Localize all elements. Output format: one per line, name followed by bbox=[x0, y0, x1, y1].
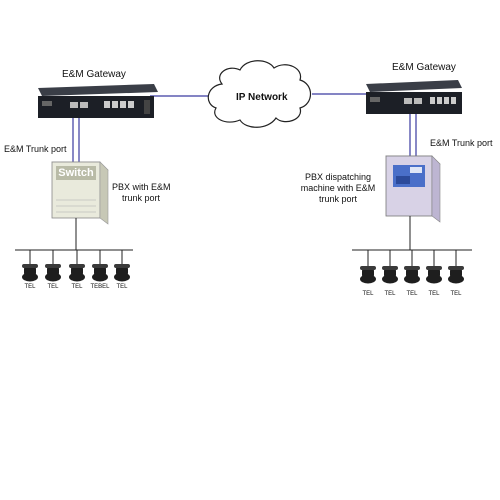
right-phone-bus bbox=[352, 216, 472, 268]
telephone-icon bbox=[426, 266, 442, 284]
tel-label: TEL bbox=[362, 291, 374, 297]
left-gateway-label: E&M Gateway bbox=[62, 69, 126, 80]
tel-label: TEL bbox=[450, 291, 462, 297]
switch-pbx-device bbox=[51, 161, 109, 225]
left-pbx-label-line: trunk port bbox=[122, 193, 161, 203]
tel-label: TEL bbox=[24, 284, 36, 290]
pbx-dispatching-machine-device bbox=[385, 155, 441, 223]
right-pbx-label-line: PBX dispatching bbox=[304, 172, 372, 182]
tel-label: TEBEL bbox=[90, 284, 110, 290]
tel-label: TEL bbox=[71, 284, 83, 290]
left-trunk-port-label: E&M Trunk port bbox=[4, 144, 67, 154]
telephone-icon bbox=[114, 264, 130, 282]
trunk-links bbox=[72, 114, 417, 162]
right-pbx-label-line: trunk port bbox=[318, 194, 358, 204]
ip-network-label: IP Network bbox=[236, 92, 288, 103]
left-phones bbox=[22, 264, 130, 282]
telephone-icon bbox=[382, 266, 398, 284]
left-phone-bus bbox=[15, 218, 133, 266]
right-pbx-label-line: machine with E&M bbox=[300, 183, 376, 193]
telephone-icon bbox=[404, 266, 420, 284]
tel-label: TEL bbox=[116, 284, 128, 290]
right-phones bbox=[360, 266, 464, 284]
telephone-icon bbox=[45, 264, 61, 282]
right-gateway-device bbox=[366, 80, 462, 114]
switch-label: Switch bbox=[58, 167, 94, 179]
network-links bbox=[150, 93, 366, 97]
ip-network-cloud bbox=[207, 60, 312, 128]
left-gateway-device bbox=[38, 84, 158, 118]
tel-label: TEL bbox=[384, 291, 396, 297]
tel-label: TEL bbox=[47, 284, 59, 290]
telephone-icon bbox=[448, 266, 464, 284]
right-gateway-label: E&M Gateway bbox=[392, 62, 456, 73]
telephone-icon bbox=[360, 266, 376, 284]
left-pbx-label-line: PBX with E&M bbox=[112, 182, 171, 192]
left-pbx-label: PBX with E&M trunk port bbox=[112, 182, 171, 204]
telephone-icon bbox=[92, 264, 108, 282]
telephone-icon bbox=[69, 264, 85, 282]
tel-label: TEL bbox=[428, 291, 440, 297]
tel-label: TEL bbox=[406, 291, 418, 297]
right-trunk-port-label: E&M Trunk port bbox=[430, 138, 493, 148]
telephone-icon bbox=[22, 264, 38, 282]
right-pbx-label: PBX dispatching machine with E&M trunk p… bbox=[296, 172, 380, 205]
